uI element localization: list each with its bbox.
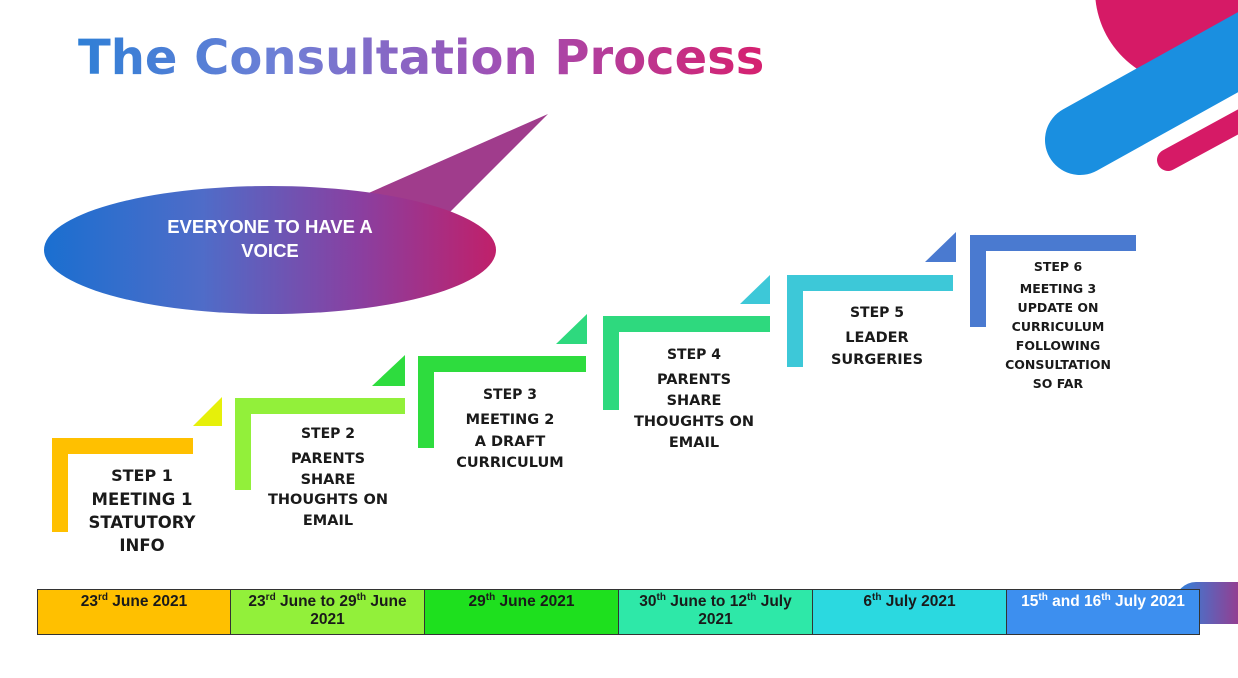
- step-5-line: LEADER: [845, 330, 909, 346]
- date-ordinal-suffix: rd: [97, 591, 108, 603]
- step-5-text: STEP 5 LEADER SURGERIES: [777, 298, 977, 371]
- step-2-arrow-tip: [193, 397, 222, 426]
- step-6-arrow-tip: [925, 232, 956, 262]
- step-4-line: SHARE: [666, 393, 722, 409]
- step-4-text: STEP 4 PARENTS SHARE THOUGHTS ON EMAIL: [594, 340, 794, 454]
- speech-bubble: [44, 186, 496, 314]
- step-5-label: STEP 5: [849, 305, 905, 321]
- date-ordinal-suffix: th: [1038, 591, 1048, 603]
- date-ordinal-suffix: rd: [265, 591, 276, 603]
- step-4-line: THOUGHTS ON: [633, 414, 754, 430]
- step-2-text: STEP 2 PARENTS SHARE THOUGHTS ON EMAIL: [228, 420, 428, 531]
- step-6-line: MEETING 3: [1019, 281, 1097, 296]
- speech-bubble-text: EVERYONE TO HAVE A VOICE: [120, 215, 420, 263]
- timeline-date-5: 6th July 2021: [812, 589, 1007, 635]
- step-4-bracket-side: [603, 316, 619, 410]
- step-5-bracket-side: [787, 275, 803, 367]
- pink-stripe: [1157, 109, 1238, 171]
- step-4-label: STEP 4: [666, 347, 722, 363]
- step-6-bracket-top: [970, 235, 1136, 251]
- date-ordinal-suffix: th: [1101, 591, 1111, 603]
- step-4-line: PARENTS: [656, 372, 732, 388]
- step-3-line: CURRICULUM: [456, 455, 564, 471]
- bubble-tail: [330, 114, 548, 212]
- step-2-line: EMAIL: [302, 512, 354, 529]
- step-6-text: STEP 6 MEETING 3 UPDATE ON CURRICULUM FOLLOW…: [958, 255, 1158, 393]
- timeline-date-3: 29th June 2021: [424, 589, 619, 635]
- step-3-bracket-side: [418, 356, 434, 448]
- step-6-label: STEP 6: [1033, 259, 1083, 274]
- step-5-arrow-tip: [740, 275, 770, 304]
- step-3-line: A DRAFT: [474, 433, 546, 450]
- step-2-line: THOUGHTS ON: [267, 492, 388, 508]
- timeline-date-4: 30th June to 12th July 2021: [618, 589, 813, 635]
- page-title: The Consultation Process: [78, 30, 765, 86]
- step-4-arrow-tip: [556, 314, 587, 344]
- step-1-line: MEETING 1: [91, 490, 193, 509]
- step-6-line: UPDATE ON: [1017, 300, 1099, 315]
- step-3-label: STEP 3: [482, 387, 538, 403]
- timeline-date-1: 23rd June 2021: [37, 589, 231, 635]
- step-2-label: STEP 2: [300, 426, 356, 442]
- step-3-bracket-top: [418, 356, 586, 372]
- date-ordinal-suffix: th: [485, 591, 496, 603]
- date-ordinal-suffix: th: [746, 591, 757, 603]
- step-6-line: CURRICULUM: [1011, 319, 1105, 334]
- step-3-text: STEP 3 MEETING 2 A DRAFT CURRICULUM: [410, 380, 610, 475]
- step-3-line: MEETING 2: [465, 412, 555, 428]
- step-1-label: STEP 1: [111, 466, 173, 485]
- step-4-line: EMAIL: [668, 435, 720, 451]
- step-1-bracket-top: [52, 438, 193, 454]
- step-5-bracket-top: [787, 275, 953, 291]
- speech-bubble-line-2: VOICE: [241, 240, 299, 261]
- step-1-bracket-side: [52, 438, 68, 532]
- step-2-bracket-top: [235, 398, 405, 414]
- step-3-arrow-tip: [372, 355, 405, 386]
- step-1-text: STEP 1 MEETING 1 STATUTORY INFO: [42, 464, 242, 557]
- step-2-bracket-side: [235, 398, 251, 490]
- step-5-line: SURGERIES: [830, 351, 924, 368]
- step-4-bracket-top: [603, 316, 770, 332]
- speech-bubble-line-1: EVERYONE TO HAVE A: [167, 216, 373, 237]
- date-ordinal-suffix: th: [656, 591, 666, 603]
- blue-stripe: [1045, 12, 1238, 175]
- timeline-date-6: 15th and 16th July 2021: [1006, 589, 1200, 635]
- step-1-line: INFO: [119, 536, 165, 555]
- date-ordinal-suffix: th: [356, 591, 367, 603]
- step-6-line: SO FAR: [1032, 376, 1084, 391]
- step-6-line: FOLLOWING: [1015, 338, 1101, 353]
- step-6-bracket-side: [970, 235, 986, 327]
- timeline-date-2: 23rd June to 29th June 2021: [230, 589, 425, 635]
- step-2-line: PARENTS: [290, 451, 366, 467]
- step-2-line: SHARE: [300, 471, 356, 488]
- date-ordinal-suffix: th: [872, 591, 882, 603]
- step-6-line: CONSULTATION: [1005, 357, 1111, 372]
- step-1-line: STATUTORY: [88, 513, 196, 532]
